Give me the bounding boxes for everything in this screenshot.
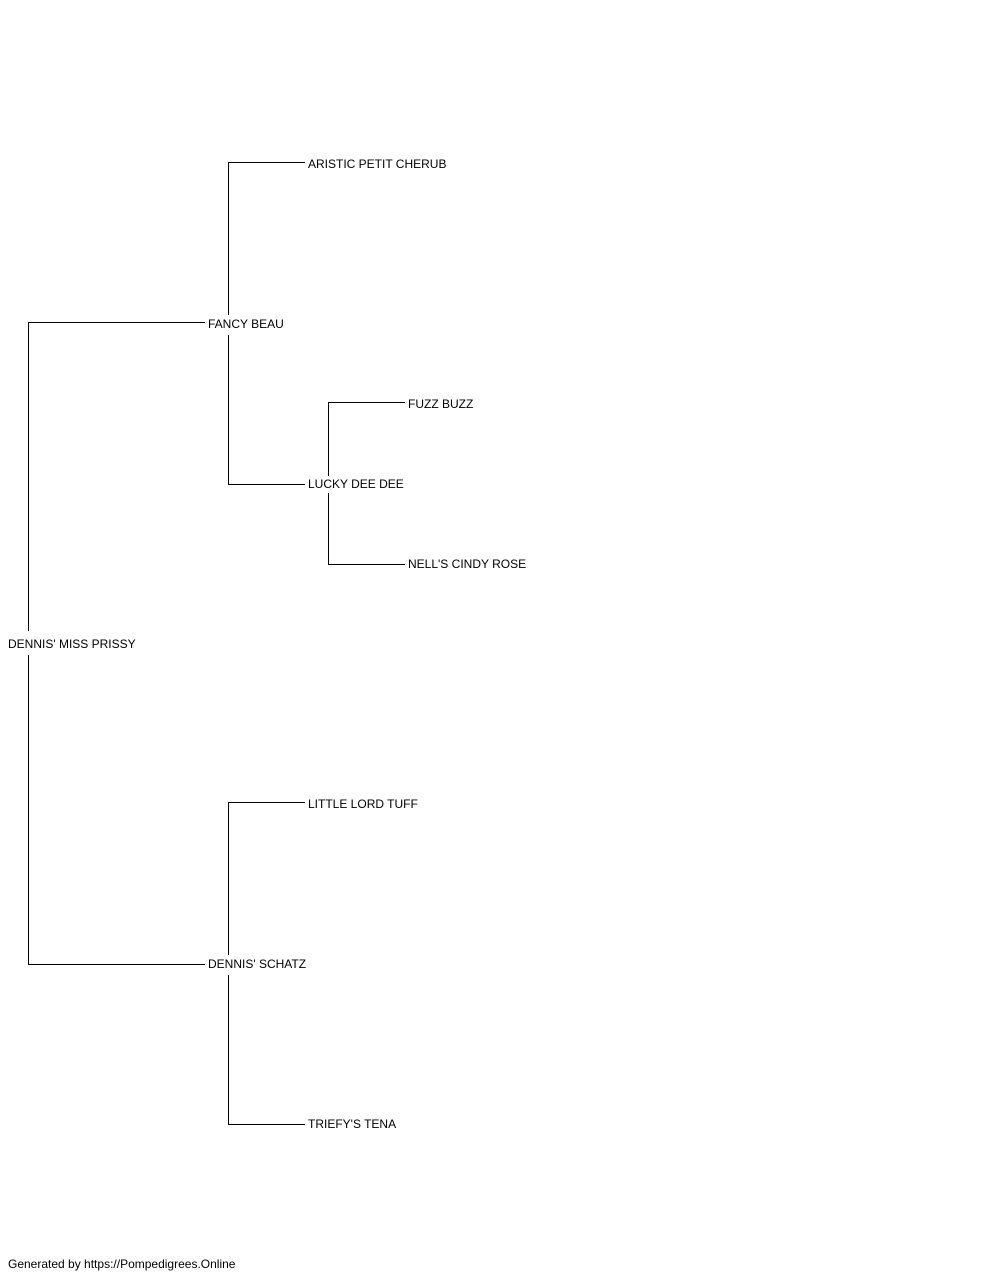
connector-sire-to-sire-sire: [228, 162, 305, 315]
sire-sire-name: ARISTIC PETIT CHERUB: [308, 157, 447, 171]
connector-subject-to-sire: [28, 322, 205, 631]
connector-dam-to-dam-dam: [228, 975, 305, 1125]
subject-name: DENNIS' MISS PRISSY: [8, 637, 136, 651]
connector-dam-to-dam-sire: [228, 802, 305, 955]
dam-dam-name: TRIEFY'S TENA: [308, 1117, 397, 1131]
generated-by-footer: Generated by https://Pompedigrees.Online: [8, 1257, 236, 1271]
sire-dam-name: LUCKY DEE DEE: [308, 477, 404, 491]
connector-sire-to-sire-dam: [228, 335, 305, 485]
sire-dam-sire-name: FUZZ BUZZ: [408, 397, 474, 411]
sire-dam-dam-name: NELL'S CINDY ROSE: [408, 557, 527, 571]
connector-subject-to-dam: [28, 655, 205, 965]
connector-sire-dam-to-sire: [328, 402, 405, 476]
dam-sire-name: LITTLE LORD TUFF: [308, 797, 418, 811]
sire-name: FANCY BEAU: [208, 317, 284, 331]
dam-name: DENNIS' SCHATZ: [208, 957, 307, 971]
connector-sire-dam-to-dam: [328, 493, 405, 565]
